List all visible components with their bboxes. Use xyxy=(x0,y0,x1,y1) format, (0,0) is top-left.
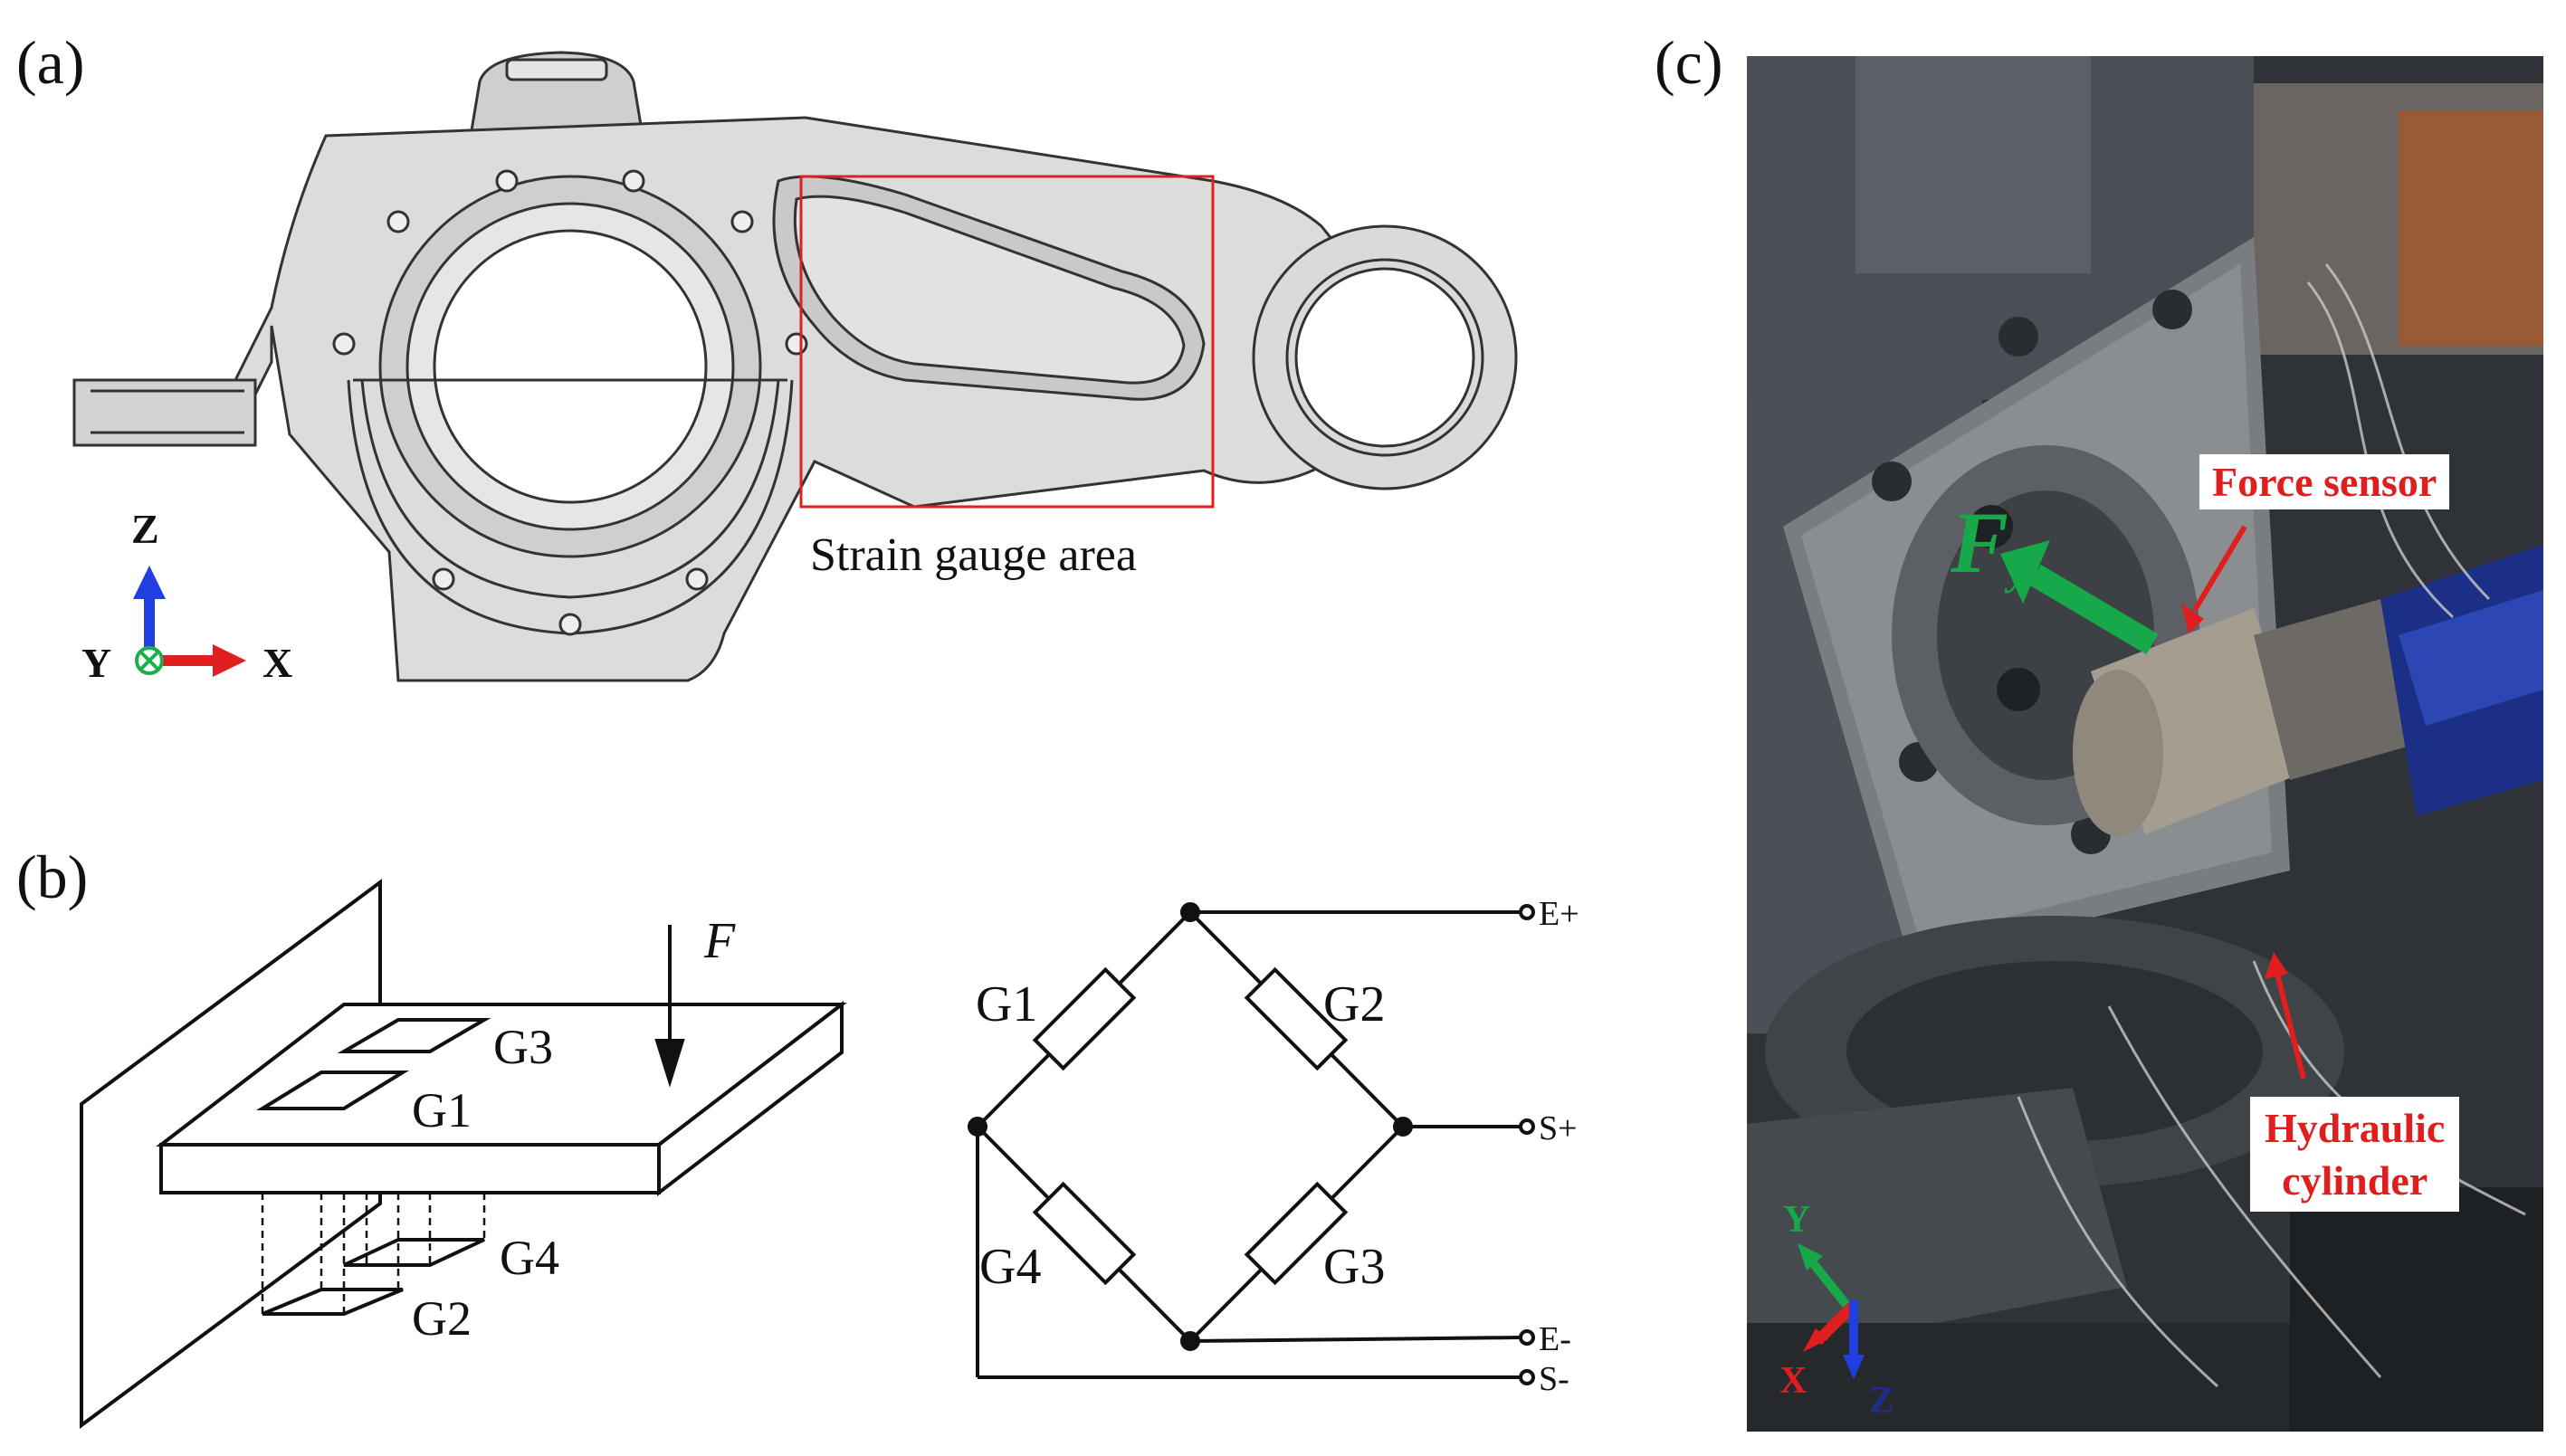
strain-gauge-area-label: Strain gauge area xyxy=(810,529,1137,581)
panel-a-axis-z: Z xyxy=(131,506,159,552)
bridge-label-g1: G1 xyxy=(976,976,1037,1033)
panel-a-axis-x: X xyxy=(262,640,292,686)
bridge-label-g3: G3 xyxy=(1323,1239,1385,1295)
terminal-s-plus: S+ xyxy=(1539,1109,1578,1147)
panel-a-label: (a) xyxy=(16,28,85,97)
test-rig-illustration xyxy=(1747,56,2543,1432)
test-rig-photo: Fy Force sensor Hydraulic cylinder Y X Z xyxy=(1747,56,2543,1432)
strain-gauge-area-box xyxy=(799,175,1215,509)
panel-b-label: (b) xyxy=(16,842,89,911)
force-label-b: F xyxy=(703,913,736,969)
panel-c-axis-x: X xyxy=(1779,1360,1808,1402)
panel-c-axis-z: Z xyxy=(1869,1380,1895,1422)
hydraulic-cylinder-callout: Hydraulic cylinder xyxy=(2250,1097,2460,1212)
gauge-label-g3-plate: G3 xyxy=(493,1020,553,1074)
force-fy-label: Fy xyxy=(1951,494,2027,594)
panel-c-label: (c) xyxy=(1655,28,1723,97)
hydraulic-callout-line1: Hydraulic xyxy=(2265,1105,2446,1151)
panel-c-axis-y: Y xyxy=(1783,1199,1811,1241)
bridge-label-g2: G2 xyxy=(1323,976,1385,1033)
wheatstone-bridge xyxy=(968,902,1535,1385)
cantilever-diagram xyxy=(80,879,847,1429)
bridge-label-g4: G4 xyxy=(979,1239,1041,1295)
knuckle-drawing xyxy=(72,51,1518,682)
terminal-s-minus: S- xyxy=(1539,1360,1569,1398)
panel-a-axis-triad: Z Y X xyxy=(81,506,292,686)
force-sensor-callout: Force sensor xyxy=(2199,454,2450,509)
gauge-label-g4-plate: G4 xyxy=(500,1231,559,1285)
gauge-label-g2-plate: G2 xyxy=(412,1291,472,1346)
panel-a-axis-y: Y xyxy=(81,640,111,686)
terminal-e-minus: E- xyxy=(1539,1320,1571,1358)
terminal-e-plus: E+ xyxy=(1539,895,1579,933)
gauge-label-g1-plate: G1 xyxy=(412,1083,472,1137)
hydraulic-callout-line2: cylinder xyxy=(2282,1156,2428,1204)
